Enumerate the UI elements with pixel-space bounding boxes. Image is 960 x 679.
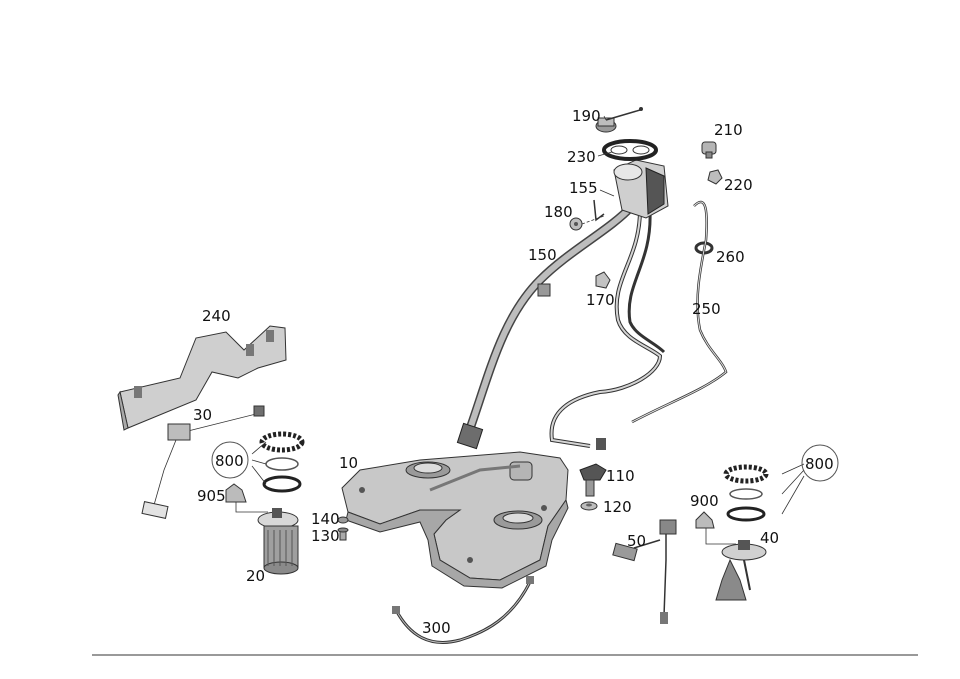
part-905-seal (225, 483, 268, 513)
callout-20: 20 (246, 567, 265, 585)
part-190-fuel-cap (595, 107, 643, 133)
part-150-filler-neck (456, 202, 636, 450)
callout-800-left: 800 (215, 452, 244, 470)
callout-905: 905 (197, 487, 226, 505)
callout-250: 250 (692, 300, 721, 318)
callout-130: 130 (311, 527, 340, 545)
callout-circle-800-left (211, 441, 249, 479)
part-250-vent-line (631, 200, 728, 424)
part-50-level-sender (612, 519, 677, 624)
part-110-valve (579, 463, 607, 497)
part-900-seal (695, 511, 736, 545)
callout-240: 240 (202, 307, 231, 325)
callout-220: 220 (724, 176, 753, 194)
part-10-fuel-tank (341, 451, 569, 589)
callout-140: 140 (311, 510, 340, 528)
part-210-valve (701, 141, 717, 159)
part-140-130-fasteners (337, 516, 349, 541)
callout-10: 10 (339, 454, 358, 472)
callout-300: 300 (422, 619, 451, 637)
part-300-cable (392, 576, 534, 644)
callout-150: 150 (528, 246, 557, 264)
callout-900: 900 (690, 492, 719, 510)
part-240-heat-shield (117, 325, 287, 431)
callout-180: 180 (544, 203, 573, 221)
part-155-filler-housing (613, 159, 669, 219)
part-20-fuel-pump (257, 508, 299, 575)
part-left-ring-set (251, 431, 305, 493)
leader-lines (597, 115, 615, 197)
callout-210: 210 (714, 121, 743, 139)
part-40-pump-unit (715, 540, 767, 601)
callout-110: 110 (606, 467, 635, 485)
callout-50: 50 (627, 532, 646, 550)
part-170-grommet (595, 271, 611, 289)
callout-120: 120 (603, 498, 632, 516)
callout-190: 190 (572, 107, 601, 125)
callout-30: 30 (193, 406, 212, 424)
callout-230: 230 (567, 148, 596, 166)
part-right-ring-set (723, 463, 805, 522)
part-120-nut (580, 501, 598, 511)
callout-40: 40 (760, 529, 779, 547)
part-vent-lines (549, 209, 666, 450)
part-180-clip (569, 199, 605, 231)
callout-155: 155 (569, 179, 598, 197)
part-230-seal-ring (602, 139, 658, 161)
callout-circle-800-right (801, 444, 839, 482)
callout-170: 170 (586, 291, 615, 309)
part-220-nut (707, 169, 723, 185)
callout-labels: 10 20 30 40 50 110 120 130 140 150 155 1… (193, 107, 834, 637)
part-30-level-sender (141, 405, 265, 519)
callout-800-right: 800 (805, 455, 834, 473)
callout-260: 260 (716, 248, 745, 266)
